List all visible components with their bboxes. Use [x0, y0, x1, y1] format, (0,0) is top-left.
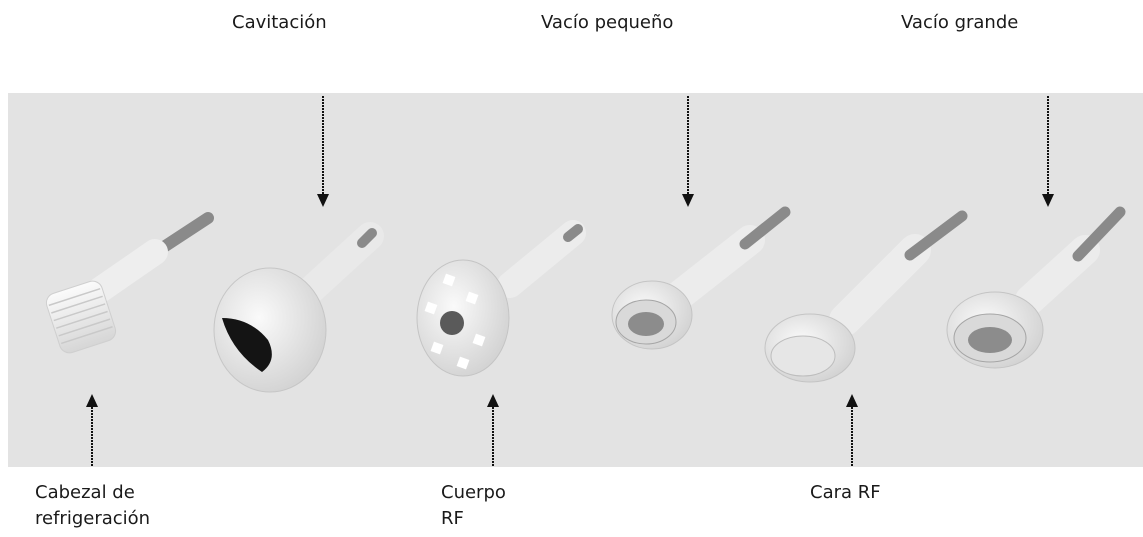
label-cuerpo-rf: Cuerpo RF — [441, 480, 506, 532]
label-cabezal-refrigeracion: Cabezal de refrigeración — [35, 480, 150, 532]
arrow-cabezal-refrigeracion — [86, 394, 98, 466]
product-panel — [8, 93, 1143, 467]
handpiece-cavitacion — [213, 222, 384, 393]
handpiece-vacio-pequeno — [611, 206, 791, 350]
label-cabezal-line2: refrigeración — [35, 508, 151, 529]
arrow-vacio-pequeno — [682, 96, 694, 207]
label-cabezal-line1: Cabezal de — [35, 482, 135, 503]
label-cuerpo-line1: Cuerpo — [441, 482, 506, 503]
arrow-cara-rf — [846, 394, 858, 466]
label-cavitacion: Cavitación — [232, 12, 327, 33]
label-vacio-grande: Vacío grande — [901, 12, 1019, 33]
arrow-cuerpo-rf — [487, 394, 499, 466]
handpiece-cuerpo-rf — [416, 220, 586, 377]
label-cara-rf: Cara RF — [810, 482, 881, 503]
arrow-vacio-grande — [1042, 96, 1054, 207]
label-vacio-pequeno: Vacío pequeño — [541, 12, 674, 33]
handpiece-cara-rf — [764, 210, 968, 383]
handpiece-vacio-grande — [946, 206, 1126, 369]
arrow-cavitacion — [317, 96, 329, 207]
handpiece-cabezal-refrigeracion — [45, 212, 214, 354]
label-cuerpo-line2: RF — [441, 508, 464, 529]
